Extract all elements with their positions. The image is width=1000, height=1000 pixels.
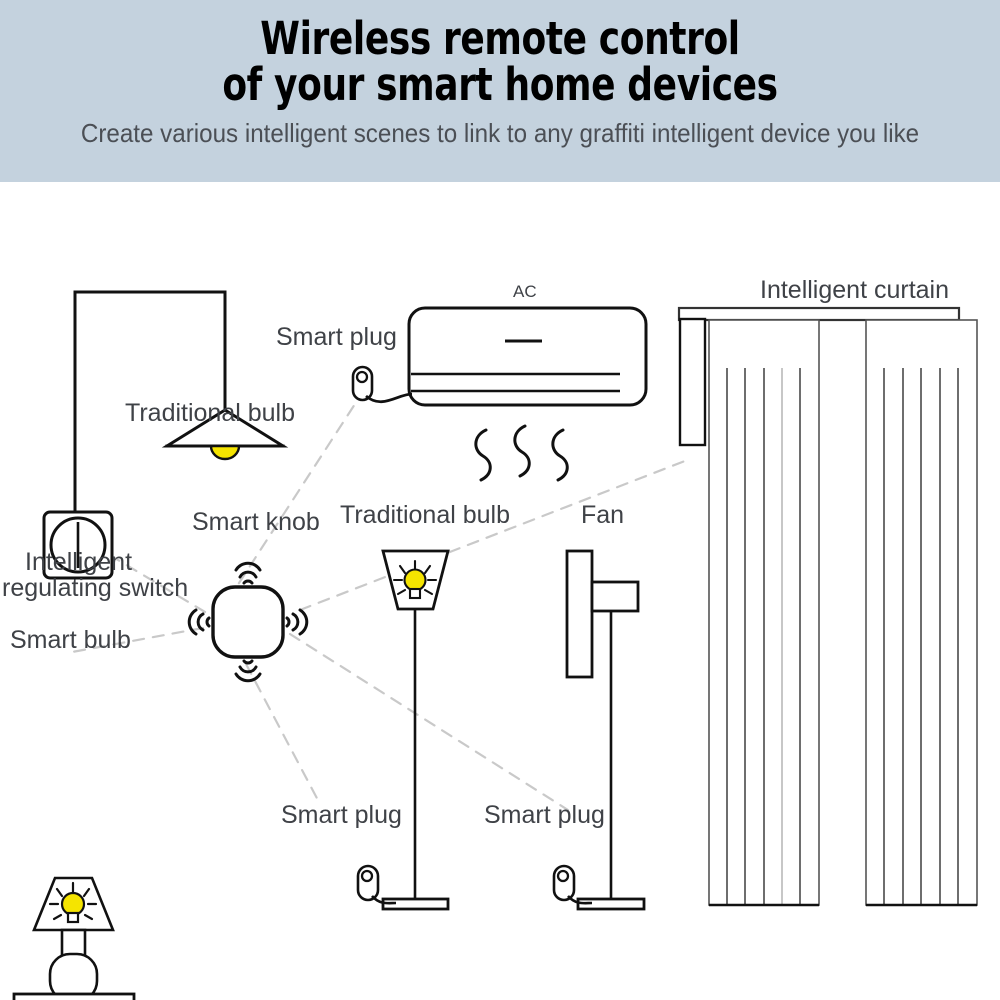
pendant-wire: [73, 290, 227, 514]
ac-airflow-icon: [474, 424, 569, 482]
smart-knob-signal-left: [187, 608, 211, 636]
curtain-panel-left-pleats: [726, 368, 801, 905]
page-title: Wireless remote control of your smart ho…: [222, 12, 778, 111]
label-ac: AC: [513, 282, 537, 301]
nightstand-top: [12, 992, 136, 1000]
link-knob-to-fan-plug: [288, 632, 570, 812]
table-lamp-bulb-icon: [48, 881, 98, 924]
plug-lamp-cable: [371, 895, 397, 905]
smart-plug-fan[interactable]: [552, 864, 593, 905]
link-knob-to-curtain: [298, 457, 692, 612]
nightstand: [12, 992, 136, 1000]
smart-knob[interactable]: [187, 561, 309, 683]
floor-lamp: [381, 549, 450, 911]
curtain-rail: [677, 306, 961, 322]
wireless-link-lines: [70, 385, 692, 812]
intelligent-curtain: [677, 306, 978, 907]
smart-plug-ac[interactable]: [351, 365, 413, 403]
label-fan: Fan: [581, 501, 624, 529]
air-conditioner: [407, 306, 648, 407]
label-intelligent-regulating-switch-line1: Intelligent: [25, 548, 132, 576]
curtain-motor[interactable]: [678, 317, 707, 447]
page-subtitle: Create various intelligent scenes to lin…: [80, 118, 920, 148]
label-smart-plug-lamp: Smart plug: [281, 801, 402, 829]
curtain-panel-right-pleats: [883, 368, 959, 905]
label-smart-knob: Smart knob: [192, 508, 320, 536]
label-intelligent-regulating-switch-line2: regulating switch: [2, 574, 188, 602]
plug-lamp-indicator: [360, 869, 374, 883]
label-smart-bulb: Smart bulb: [10, 626, 131, 654]
floor-lamp-bulb-icon: [392, 559, 438, 600]
smart-knob-signal-top: [234, 561, 262, 585]
label-smart-plug-ac: Smart plug: [276, 323, 397, 351]
table-lamp-neck: [60, 928, 87, 958]
smart-knob-signal-bottom: [234, 659, 262, 683]
ac-body: [407, 306, 648, 407]
pedestal-fan: [565, 549, 646, 911]
header-banner: Wireless remote control of your smart ho…: [0, 0, 1000, 182]
smart-knob-signal-right: [285, 608, 309, 636]
smart-home-diagram: Traditional bulb Intelligent regulating …: [0, 182, 1000, 1000]
plug-fan-cable: [567, 895, 593, 905]
plug-ac-cable: [365, 392, 413, 403]
fan-blade-housing: [565, 549, 594, 679]
link-knob-to-lamp-plug: [244, 662, 322, 806]
label-intelligent-curtain: Intelligent curtain: [760, 276, 949, 304]
fan-base: [576, 897, 646, 911]
smart-plug-floor-lamp[interactable]: [356, 864, 397, 905]
plug-fan-indicator: [556, 869, 570, 883]
fan-motor-housing: [590, 580, 640, 613]
pendant-bulb-icon: [209, 444, 241, 461]
link-knob-to-smart-bulb: [70, 626, 205, 654]
plug-ac-indicator: [355, 370, 369, 384]
table-lamp-base: [48, 952, 99, 1000]
label-traditional-bulb-floor: Traditional bulb: [340, 501, 510, 529]
intelligent-regulating-switch[interactable]: [42, 510, 114, 580]
label-traditional-bulb-ceiling: Traditional bulb: [125, 399, 295, 427]
smart-knob-body[interactable]: [211, 585, 285, 659]
label-smart-plug-fan: Smart plug: [484, 801, 605, 829]
